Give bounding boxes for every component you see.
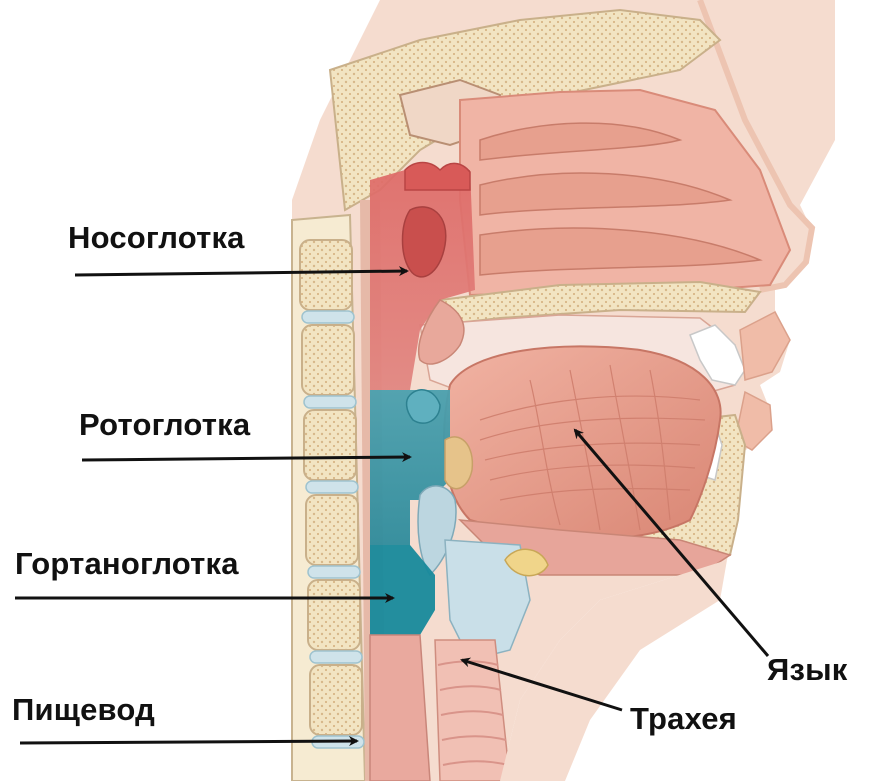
tongue-body (444, 346, 721, 538)
arrow-esophagus (20, 741, 357, 743)
label-oropharynx: Ротоглотка (79, 409, 250, 440)
label-laryngopharynx: Гортаноглотка (15, 548, 239, 579)
label-nasopharynx: Носоглотка (68, 222, 245, 253)
esophagus-tube (370, 635, 430, 781)
label-tongue: Язык (767, 654, 847, 685)
label-trachea: Трахея (630, 703, 737, 734)
label-esophagus: Пищевод (12, 694, 155, 725)
lingual-tonsil (445, 437, 472, 489)
